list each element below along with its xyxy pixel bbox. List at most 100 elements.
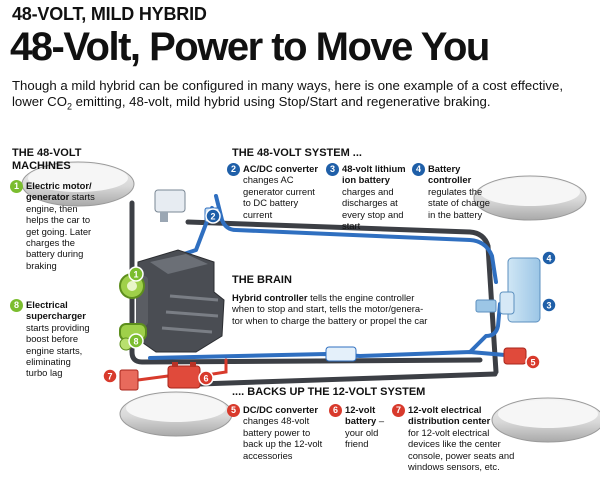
machine-item-supercharger: 8 Electrical supercharger starts providi… bbox=[10, 299, 122, 379]
backup-item-7-line: for 12-volt electrical bbox=[408, 426, 490, 438]
callout-3: 3 bbox=[541, 297, 557, 313]
backup-item-7-line: windows sensors, etc. bbox=[408, 461, 500, 473]
backup-item-7-badge: 7 bbox=[392, 404, 405, 417]
callout-2: 2 bbox=[205, 208, 221, 224]
backup-item-6-line: your old bbox=[345, 426, 379, 438]
deck-line-2-prefix: lower CO bbox=[12, 94, 67, 109]
machine-item-1-line: charges the bbox=[26, 237, 75, 249]
backup-title: .... BACKS UP THE 12-VOLT SYSTEM bbox=[232, 386, 426, 398]
machine-item-8-title-2: supercharger bbox=[26, 310, 86, 322]
callout-8: 8 bbox=[128, 333, 144, 349]
backup-item-5-badge: 5 bbox=[227, 404, 240, 417]
12v-battery-module bbox=[167, 362, 201, 389]
backup-item-6-title-tail: – bbox=[376, 415, 385, 427]
front-left-wheel bbox=[21, 161, 135, 207]
backup-item-6-line: friend bbox=[345, 438, 369, 450]
machine-item-1-title-1: Electric motor/ bbox=[26, 180, 92, 191]
machine-item-1-line: battery during bbox=[26, 248, 84, 260]
callout-4: 4 bbox=[541, 250, 557, 266]
machine-item-1-line: engine, then bbox=[26, 202, 78, 214]
kicker: 48-VOLT, MILD HYBRID bbox=[12, 4, 207, 24]
backup-item-dcdc-converter: 5 DC/DC converter changes 48-volt batter… bbox=[227, 404, 327, 461]
system-item-4-title-1: Battery bbox=[428, 163, 461, 174]
front-right-wheel bbox=[473, 175, 587, 221]
machine-item-1-line: get going. Later bbox=[26, 225, 92, 237]
dcdc-converter-module bbox=[503, 347, 527, 365]
deck-subscript: 2 bbox=[66, 101, 72, 112]
machine-item-8-title-1: Electrical bbox=[26, 299, 68, 310]
callout-1-label: 1 bbox=[133, 270, 138, 280]
system-item-2-badge: 2 bbox=[227, 163, 240, 176]
callout-8-label: 8 bbox=[133, 337, 138, 347]
system-item-3-badge: 3 bbox=[326, 163, 339, 176]
backup-item-5-line: back up the 12-volt bbox=[243, 438, 323, 450]
machine-item-1-badge: 1 bbox=[10, 180, 23, 193]
machine-item-motor-generator: 1 Electric motor/ generator starts engin… bbox=[10, 180, 122, 271]
system-item-3-title-1: 48-volt lithium bbox=[342, 163, 406, 174]
system-item-4-line: in the battery bbox=[428, 208, 483, 220]
system-item-3-title-2: ion battery bbox=[342, 174, 390, 186]
system-item-4-line: regulates the bbox=[428, 185, 483, 197]
system-item-2-line: current bbox=[243, 208, 273, 220]
brain-line-1-tail: tells the engine controller bbox=[307, 292, 415, 303]
machine-item-8-line: turbo lag bbox=[26, 367, 63, 379]
backup-item-6-badge: 6 bbox=[329, 404, 342, 417]
machines-title: THE 48-VOLT MACHINES bbox=[12, 147, 81, 173]
callout-1: 1 bbox=[128, 266, 144, 282]
deck-line-2-suffix: emitting, 48-volt, mild hybrid using Sto… bbox=[71, 94, 491, 109]
system-item-4-title-2: controller bbox=[428, 174, 472, 186]
callout-6: 6 bbox=[198, 370, 214, 386]
system-item-battery-controller: 4 Battery controller regulates the state… bbox=[412, 163, 508, 220]
backup-item-6-title-1: 12-volt bbox=[345, 404, 376, 415]
callout-7-label: 7 bbox=[107, 372, 112, 382]
brain-bold: Hybrid controller bbox=[232, 292, 308, 303]
backup-item-7-title-1: 12-volt electrical bbox=[408, 404, 482, 415]
deck-line-1: Though a mild hybrid can be configured i… bbox=[12, 78, 564, 93]
brain-line-3: tor when to charge the battery or propel… bbox=[232, 314, 428, 326]
system-item-3-line: discharges at bbox=[342, 197, 398, 209]
system-item-4-badge: 4 bbox=[412, 163, 425, 176]
system-item-3-line: every stop and bbox=[342, 208, 404, 220]
system-item-3-line: start bbox=[342, 220, 361, 232]
system-item-2-line: to DC battery bbox=[243, 197, 299, 209]
system-item-3-line: charges and bbox=[342, 185, 394, 197]
machine-item-8-line: boost before bbox=[26, 333, 79, 345]
machine-item-8-line: engine starts, bbox=[26, 344, 83, 356]
system-item-acdc-converter: 2 AC/DC converter changes AC generator c… bbox=[227, 163, 323, 220]
deck: Though a mild hybrid can be configured i… bbox=[12, 78, 592, 115]
machines-title-line-1: THE 48-VOLT bbox=[12, 147, 82, 159]
machine-item-1-title-2: generator bbox=[26, 191, 70, 203]
backup-item-12v-battery: 6 12-volt battery – your old friend bbox=[329, 404, 395, 450]
system-item-4-line: state of charge bbox=[428, 197, 491, 209]
callout-6-label: 6 bbox=[203, 374, 208, 384]
system-item-2-title: AC/DC converter bbox=[243, 163, 319, 174]
callout-2-label: 2 bbox=[210, 212, 215, 222]
rear-left-wheel bbox=[119, 391, 233, 437]
rear-right-wheel bbox=[491, 397, 600, 443]
machine-item-1-title-tail: starts bbox=[69, 191, 95, 203]
backup-item-7-title-2: distribution center bbox=[408, 415, 491, 427]
machine-item-8-line: eliminating bbox=[26, 356, 71, 368]
12v-distribution-center-module bbox=[119, 369, 139, 391]
system-item-2-line: generator current bbox=[243, 185, 315, 197]
backup-item-5-title: DC/DC converter bbox=[243, 404, 319, 415]
brain-text: Hybrid controller tells the engine contr… bbox=[232, 292, 492, 326]
machine-item-8-badge: 8 bbox=[10, 299, 23, 312]
machine-item-8-line: starts providing bbox=[26, 321, 90, 333]
deck-line-2: lower CO2 emitting, 48-volt, mild hybrid… bbox=[12, 94, 592, 115]
backup-item-5-line: accessories bbox=[243, 449, 293, 461]
48v-battery-module bbox=[475, 257, 541, 323]
backup-item-6-title-2: battery bbox=[345, 415, 377, 427]
machine-item-1-line: helps the car to bbox=[26, 214, 91, 226]
backup-item-5-line: battery power to bbox=[243, 426, 311, 438]
system-item-lithium-battery: 3 48-volt lithium ion battery charges an… bbox=[326, 163, 414, 231]
callout-4-label: 4 bbox=[546, 254, 551, 264]
callout-7: 7 bbox=[102, 368, 118, 384]
headline: 48-Volt, Power to Move You bbox=[10, 25, 490, 69]
machines-title-line-2: MACHINES bbox=[12, 160, 71, 172]
backup-item-distribution-center: 7 12-volt electrical distribution center… bbox=[392, 404, 522, 472]
callout-3-label: 3 bbox=[546, 301, 551, 311]
callout-5-label: 5 bbox=[530, 358, 535, 368]
